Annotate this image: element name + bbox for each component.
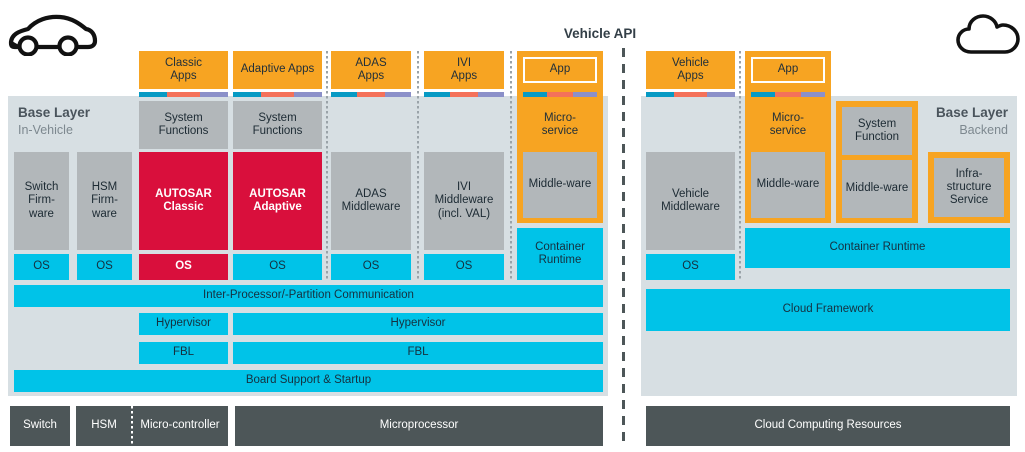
hardware-separator-hsm-mcu (131, 406, 133, 446)
vehicle-microservice-label: Micro- service (541, 111, 579, 137)
hardware-microcontroller[interactable]: Micro-controller (132, 406, 228, 446)
api-bar-segment-3 (293, 92, 322, 97)
api-bar-segment-2 (356, 92, 386, 97)
backend-microservice-app[interactable]: App (751, 57, 825, 83)
ivi-middleware[interactable]: IVI Middleware (incl. VAL) (424, 152, 504, 250)
vehicle-base-layer-subtitle: In-Vehicle (18, 123, 73, 138)
vehicle-container-runtime[interactable]: Container Runtime (517, 228, 603, 280)
column-separator-adas (326, 51, 328, 280)
api-bar-segment-1 (139, 92, 168, 97)
backend-column-separator (739, 51, 741, 280)
api-bar-segment-2 (261, 92, 294, 97)
backend-base-layer-heading: Base Layer Backend (880, 104, 1008, 139)
api-bar-segment-2 (774, 92, 802, 97)
api-bar-microservice (523, 92, 597, 97)
api-bar-segment-1 (646, 92, 675, 97)
hardware-cloud-computing-resources[interactable]: Cloud Computing Resources (646, 406, 1010, 446)
board-support-startup[interactable]: Board Support & Startup (14, 370, 603, 392)
api-bar-segment-2 (546, 92, 574, 97)
api-bar-ivi (424, 92, 504, 97)
backend-microservice-middleware[interactable]: Middle-ware (751, 152, 825, 218)
backend-os[interactable]: OS (646, 254, 735, 280)
os-hsm[interactable]: OS (77, 254, 132, 280)
hardware-microprocessor[interactable]: Microprocessor (235, 406, 603, 446)
os-adas[interactable]: OS (331, 254, 411, 280)
hsm-firmware[interactable]: HSM Firm- ware (77, 152, 132, 250)
backend-vehicle-middleware[interactable]: Vehicle Middleware (646, 152, 735, 250)
backend-infrastructure-service[interactable]: Infra- structure Service (934, 158, 1004, 217)
api-bar-segment-1 (523, 92, 547, 97)
hypervisor-microcontroller[interactable]: Hypervisor (139, 313, 228, 335)
fbl-microprocessor[interactable]: FBL (233, 342, 603, 364)
api-bar-segment-3 (385, 92, 411, 97)
vehicle-base-layer-title: Base Layer (18, 105, 91, 120)
vehicle-backend-divider (622, 48, 625, 448)
api-bar-segment-3 (478, 92, 504, 97)
column-separator-microservice (510, 51, 512, 280)
api-bar-segment-3 (573, 92, 597, 97)
switch-firmware[interactable]: Switch Firm- ware (14, 152, 69, 250)
backend-system-function[interactable]: System Function (842, 107, 912, 155)
api-bar-segment-1 (331, 92, 357, 97)
backend-system-function-middleware[interactable]: Middle-ware (842, 160, 912, 218)
app-adaptive-apps[interactable]: Adaptive Apps (233, 51, 322, 89)
cloud-framework[interactable]: Cloud Framework (646, 289, 1010, 331)
api-bar-segment-1 (751, 92, 775, 97)
api-bar-adas (331, 92, 411, 97)
api-bar-segment-3 (801, 92, 825, 97)
hardware-switch[interactable]: Switch (10, 406, 70, 446)
os-autosar-classic[interactable]: OS (139, 254, 228, 280)
api-bar-segment-3 (199, 92, 228, 97)
backend-microservice-label: Micro- service (769, 111, 807, 137)
app-adas-apps[interactable]: ADAS Apps (331, 51, 411, 89)
api-bar-segment-3 (706, 92, 735, 97)
app-ivi-apps[interactable]: IVI Apps (424, 51, 504, 89)
vehicle-microservice-app[interactable]: App (523, 57, 597, 83)
api-bar-segment-2 (674, 92, 707, 97)
autosar-classic[interactable]: AUTOSAR Classic (139, 152, 228, 250)
api-bar-segment-1 (233, 92, 262, 97)
api-bar-segment-1 (424, 92, 450, 97)
car-icon (6, 12, 98, 56)
backend-base-layer-title: Base Layer (935, 105, 1008, 120)
system-functions-classic[interactable]: System Functions (139, 101, 228, 149)
api-bar-segment-2 (167, 92, 200, 97)
vehicle-base-layer-heading: Base Layer In-Vehicle (18, 104, 90, 139)
backend-base-layer-subtitle: Backend (959, 123, 1008, 138)
api-bar-vehicle-apps (646, 92, 735, 97)
fbl-microcontroller[interactable]: FBL (139, 342, 228, 364)
page-title: Vehicle API (563, 26, 637, 41)
hardware-hsm[interactable]: HSM (76, 406, 132, 446)
api-bar-backend-microservice (751, 92, 825, 97)
vehicle-microservice-middleware[interactable]: Middle-ware (523, 152, 597, 218)
column-separator-ivi (417, 51, 419, 280)
api-bar-adaptive (233, 92, 322, 97)
cloud-icon (955, 14, 1021, 56)
hypervisor-microprocessor[interactable]: Hypervisor (233, 313, 603, 335)
autosar-adaptive[interactable]: AUTOSAR Adaptive (233, 152, 322, 250)
backend-container-runtime[interactable]: Container Runtime (745, 228, 1010, 268)
api-bar-segment-2 (449, 92, 479, 97)
os-switch[interactable]: OS (14, 254, 69, 280)
app-classic-apps[interactable]: Classic Apps (139, 51, 228, 89)
api-bar-classic (139, 92, 228, 97)
backend-vehicle-apps[interactable]: Vehicle Apps (646, 51, 735, 89)
system-functions-adaptive[interactable]: System Functions (233, 101, 322, 149)
inter-processor-communication[interactable]: Inter-Processor/-Partition Communication (14, 285, 603, 307)
os-ivi[interactable]: OS (424, 254, 504, 280)
adas-middleware[interactable]: ADAS Middleware (331, 152, 411, 250)
os-autosar-adaptive[interactable]: OS (233, 254, 322, 280)
